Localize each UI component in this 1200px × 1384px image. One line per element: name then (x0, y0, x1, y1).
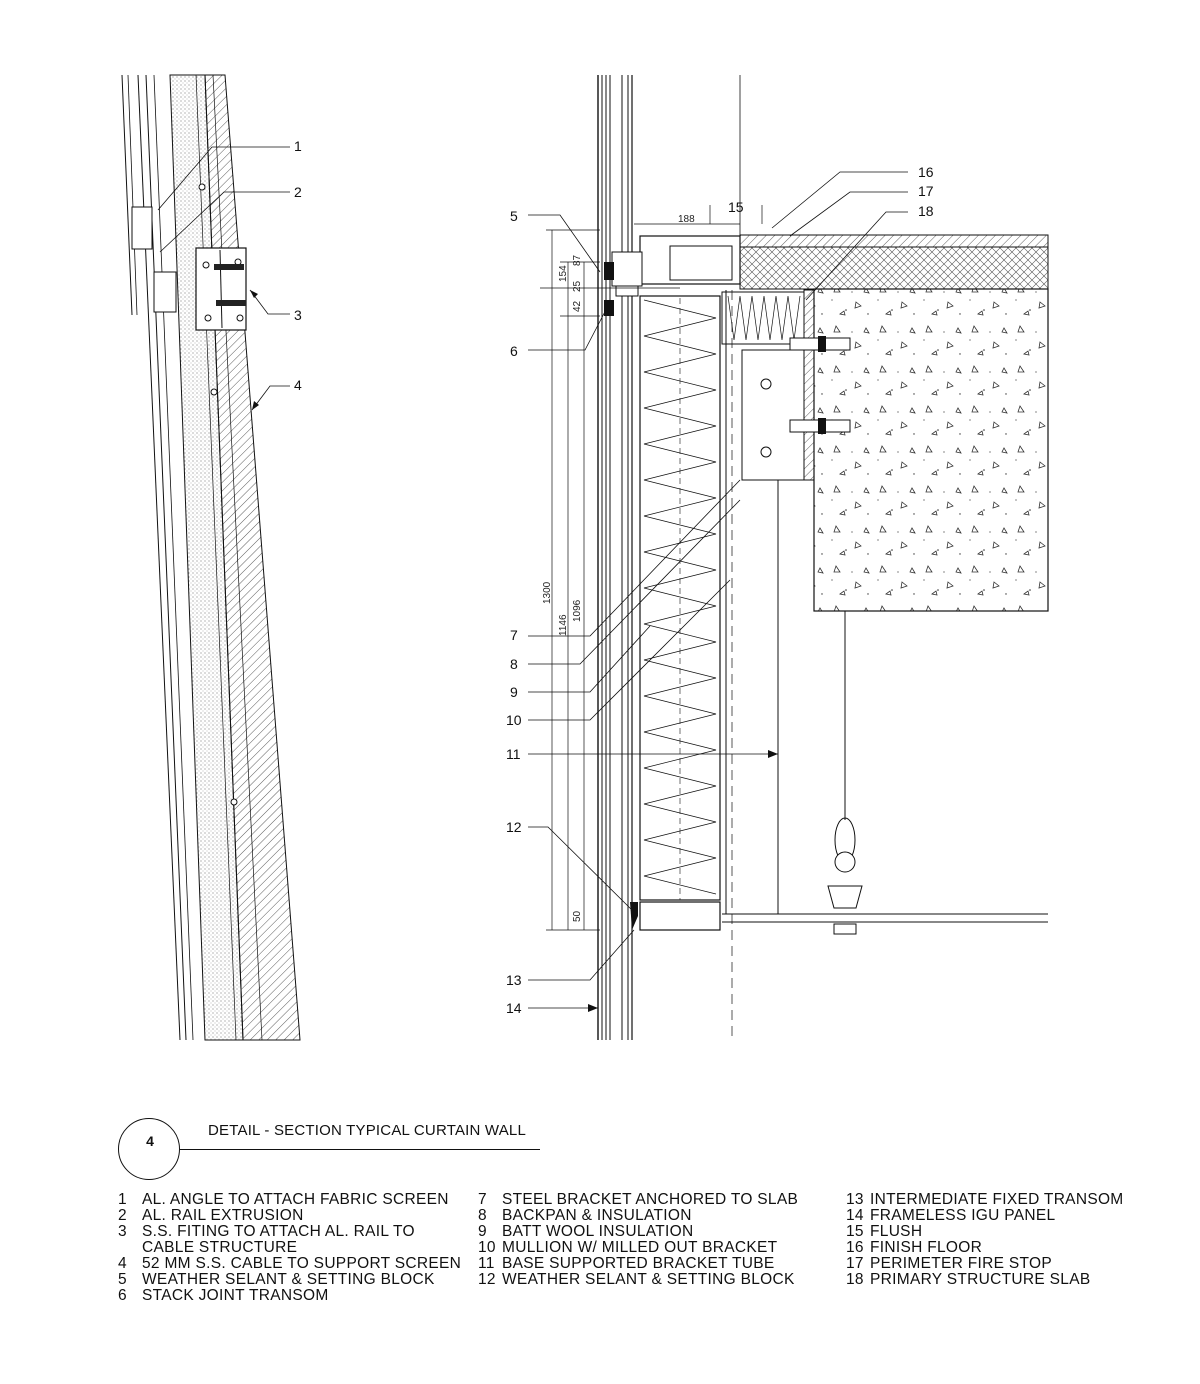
callout-3: 3 (294, 307, 302, 323)
callout-8: 8 (510, 656, 518, 672)
dimension-lines (540, 205, 763, 931)
callout-17: 17 (918, 183, 934, 199)
dim-1096: 1096 (572, 599, 583, 622)
batt-insulation (639, 295, 721, 901)
detail-number: 4 (146, 1133, 154, 1149)
callout-labels: 1 2 3 4 5 6 7 8 9 10 11 12 13 14 15 16 1… (294, 138, 934, 1016)
callout-6: 6 (510, 343, 518, 359)
dimension-labels: 188 154 87 42 25 1300 1146 1096 50 (542, 214, 695, 922)
callout-16: 16 (918, 164, 934, 180)
dim-154: 154 (558, 265, 569, 282)
callout-2: 2 (294, 184, 302, 200)
dim-42: 42 (572, 300, 583, 312)
dim-1300: 1300 (542, 581, 553, 604)
callout-5: 5 (510, 208, 518, 224)
legend-item: CABLE STRUCTURE (142, 1239, 298, 1256)
dim-25: 25 (572, 280, 583, 292)
callout-13: 13 (506, 972, 522, 988)
detail-number-circle: 4 (118, 1118, 180, 1180)
ss-fitting (195, 247, 247, 331)
callout-11: 11 (506, 746, 521, 762)
detail-title: DETAIL - SECTION TYPICAL CURTAIN WALL (208, 1122, 527, 1139)
screen-detail (121, 74, 301, 1041)
callout-10: 10 (506, 712, 522, 728)
dim-1146: 1146 (558, 614, 569, 636)
curtain-wall-section (528, 75, 1049, 1040)
callout-7: 7 (510, 627, 518, 643)
dim-87: 87 (572, 254, 583, 266)
title-underline (180, 1149, 540, 1150)
dim-50: 50 (572, 910, 583, 922)
callout-14: 14 (506, 1000, 522, 1016)
callout-4: 4 (294, 377, 302, 393)
detail-title-block: 4 DETAIL - SECTION TYPICAL CURTAIN WALL (118, 1118, 558, 1184)
callout-9: 9 (510, 684, 518, 700)
perimeter-fire-stop (721, 291, 805, 345)
callout-12: 12 (506, 819, 522, 835)
callout-1: 1 (294, 138, 302, 154)
steel-bracket (741, 289, 851, 481)
callout-15: 15 (728, 199, 744, 215)
dim-188: 188 (678, 214, 695, 225)
callout-18: 18 (918, 203, 934, 219)
